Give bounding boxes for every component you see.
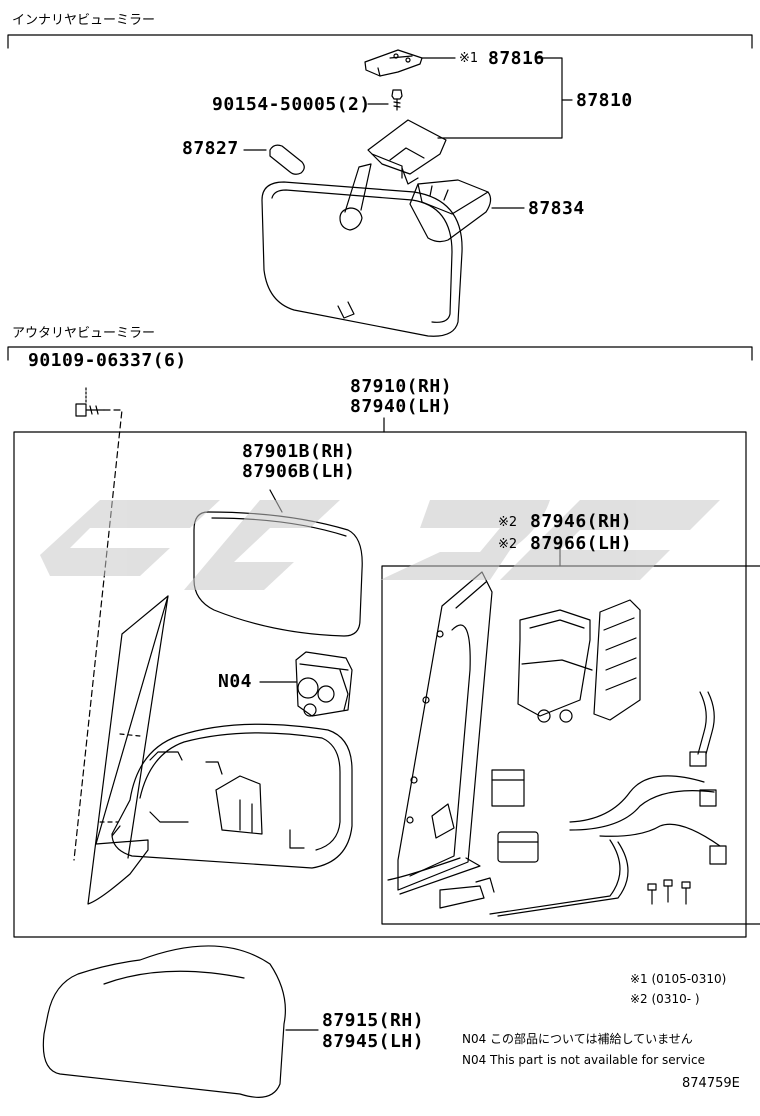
motor-unit-drawing (517, 599, 641, 723)
screws-drawing (647, 879, 691, 905)
diagram-id: 874759E (682, 1076, 740, 1091)
part-87816-label: 87816 (488, 48, 545, 69)
interior-section-frame (7, 34, 753, 49)
stay-87810-drawing (344, 119, 447, 213)
part-87945-lh-label: 87945(LH) (322, 1031, 425, 1052)
part-87940-lh-label: 87940(LH) (350, 396, 453, 417)
note-date-range-1: ※1 (0105-0310) (630, 972, 727, 986)
cover-87915-drawing (42, 945, 319, 1098)
part-87966-lh-label: 87966(LH) (530, 533, 633, 554)
pin-87827-drawing (243, 144, 305, 175)
interior-section-title: インナリヤビューミラー (12, 13, 156, 28)
part-90154-label: 90154-50005(2) (212, 94, 371, 115)
exterior-section-frame (7, 346, 753, 361)
cover-87834-drawing (409, 179, 525, 243)
leader-87810 (437, 57, 573, 139)
n04-actuator-drawing (259, 651, 353, 717)
part-87901b-rh-label: 87901B(RH) (242, 441, 356, 462)
bracket-87816-drawing (364, 49, 456, 77)
ref-mark-1: ※1 (459, 51, 479, 66)
exterior-section-title: アウタリヤビューミラー (12, 326, 156, 341)
watermark-logo (40, 500, 720, 590)
mirror-base-drawing (387, 571, 493, 895)
note-date-range-2: ※2 (0310- ) (630, 992, 700, 1006)
exterior-main-frame (13, 431, 747, 938)
part-87906b-lh-label: 87906B(LH) (242, 461, 356, 482)
part-87915-rh-label: 87915(RH) (322, 1010, 425, 1031)
screw-90154-drawing (367, 89, 403, 111)
bolt-90109-drawing (73, 387, 123, 861)
interior-mirror-body-drawing (261, 181, 463, 337)
ref-mark-2-rh: ※2 (498, 515, 518, 530)
note-n04-japanese: N04 この部品については補給していません (462, 1032, 693, 1046)
n04-label: N04 (218, 671, 253, 692)
ref-mark-2-lh: ※2 (498, 537, 518, 552)
mirror-visor-drawing (87, 595, 169, 905)
note-n04-english: N04 This part is not available for servi… (462, 1053, 705, 1067)
part-87910-rh-label: 87910(RH) (350, 376, 453, 397)
mirror-housing-drawing (111, 723, 353, 869)
motor-kit-frame (381, 555, 760, 925)
part-87827-label: 87827 (182, 138, 239, 159)
part-90109-label: 90109-06337(6) (28, 350, 187, 371)
part-87946-rh-label: 87946(RH) (530, 511, 633, 532)
part-87810-label: 87810 (576, 90, 633, 111)
harness-drawing (439, 691, 727, 917)
switch-block-drawing (491, 769, 539, 863)
part-87834-label: 87834 (528, 198, 585, 219)
